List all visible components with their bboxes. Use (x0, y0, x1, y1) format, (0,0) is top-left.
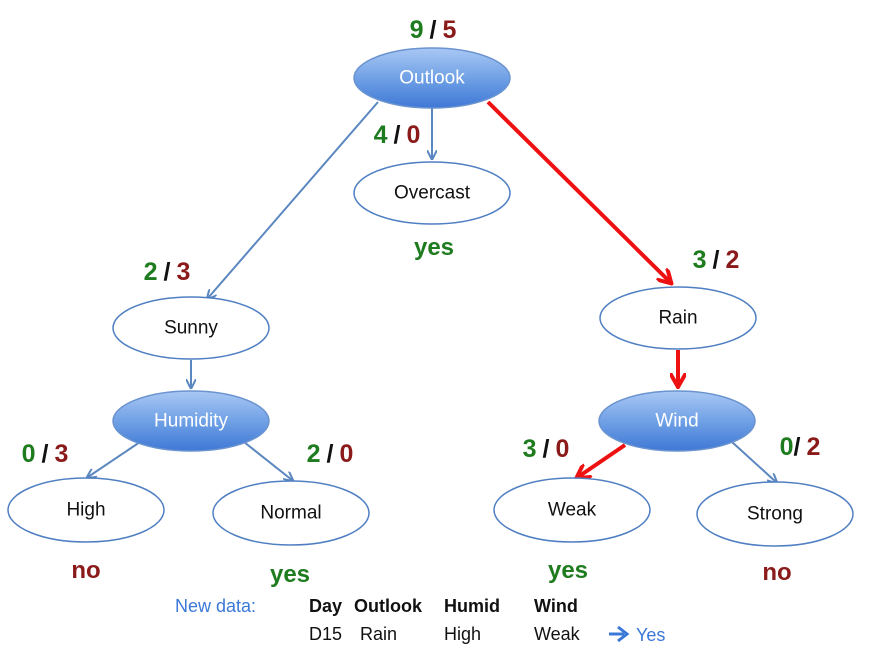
count-overcast-pos: 4 (374, 121, 388, 149)
edge-humidity-normal (243, 441, 292, 480)
count-normal-neg: 0 (339, 440, 353, 468)
count-weak-neg: 0 (555, 435, 569, 463)
edge-outlook-rain (486, 100, 670, 282)
new-data-header-day: Day (309, 596, 342, 616)
new-data-header-wind: Wind (534, 596, 578, 616)
count-normal: 2/0 (307, 440, 354, 468)
count-rain-sep: / (713, 246, 720, 274)
node-outlook-label: Outlook (399, 68, 465, 89)
count-strong: 0/2 (780, 433, 821, 461)
new-data-value-humid: High (444, 624, 481, 644)
node-sunny-label: Sunny (164, 318, 218, 339)
count-normal-pos: 2 (307, 440, 321, 468)
edge-humidity-high (88, 441, 141, 477)
node-humidity: Humidity (112, 390, 270, 452)
count-overcast-sep: / (394, 121, 401, 149)
node-high: High (7, 477, 165, 543)
node-strong-label: Strong (747, 504, 803, 525)
count-sunny-pos: 2 (144, 258, 158, 286)
arrow-right-icon (609, 625, 630, 643)
count-overcast: 4/0 (374, 121, 421, 149)
leaf-overcast: yes (414, 234, 454, 261)
edge-wind-strong (731, 441, 776, 482)
new-data-value-day: D15 (309, 624, 342, 644)
count-root: 9/5 (410, 16, 457, 44)
node-wind: Wind (598, 390, 756, 452)
node-sunny: Sunny (112, 296, 270, 360)
node-weak: Weak (493, 477, 651, 543)
node-wind-label: Wind (655, 411, 698, 432)
node-overcast-label: Overcast (394, 183, 471, 204)
node-rain: Rain (599, 286, 757, 350)
node-high-label: High (66, 500, 105, 521)
node-rain-label: Rain (658, 308, 697, 329)
count-overcast-neg: 0 (406, 121, 420, 149)
count-high-neg: 3 (54, 440, 68, 468)
new-data-header-humid: Humid (444, 596, 500, 616)
count-high-sep: / (42, 440, 49, 468)
new-data-value-outlook: Rain (360, 624, 397, 644)
new-data-header-outlook: Outlook (354, 596, 423, 616)
count-rain-pos: 3 (693, 246, 707, 274)
count-sunny-neg: 3 (176, 258, 190, 286)
count-weak: 3/0 (523, 435, 570, 463)
node-strong: Strong (696, 481, 854, 547)
count-sunny: 2/3 (144, 258, 191, 286)
leaf-high: no (71, 557, 100, 584)
new-data-value-wind: Weak (534, 624, 581, 644)
count-root-sep: / (430, 16, 437, 44)
new-data-label: New data: (175, 596, 256, 616)
count-root-pos: 9 (410, 16, 424, 44)
count-weak-sep: / (543, 435, 550, 463)
new-data-result: Yes (636, 625, 665, 645)
node-outlook: Outlook (353, 47, 511, 109)
count-high-pos: 0 (22, 440, 36, 468)
node-overcast: Overcast (353, 161, 511, 225)
edge-outlook-sunny (208, 101, 379, 298)
count-weak-pos: 3 (523, 435, 537, 463)
leaf-normal: yes (270, 561, 310, 588)
count-normal-sep: / (327, 440, 334, 468)
count-strong-neg: 2 (806, 433, 820, 461)
count-strong-pos: 0 (780, 433, 794, 461)
leaf-weak: yes (548, 557, 588, 584)
node-weak-label: Weak (548, 500, 597, 521)
leaf-strong: no (762, 559, 791, 586)
count-strong-sep: / (794, 433, 801, 461)
node-normal: Normal (212, 480, 370, 546)
count-rain-neg: 2 (725, 246, 739, 274)
count-rain: 3/2 (693, 246, 740, 274)
edge-wind-weak (578, 443, 627, 477)
count-root-neg: 5 (442, 16, 456, 44)
count-high: 0/3 (22, 440, 69, 468)
count-sunny-sep: / (164, 258, 171, 286)
node-humidity-label: Humidity (154, 411, 228, 432)
node-normal-label: Normal (260, 503, 321, 524)
